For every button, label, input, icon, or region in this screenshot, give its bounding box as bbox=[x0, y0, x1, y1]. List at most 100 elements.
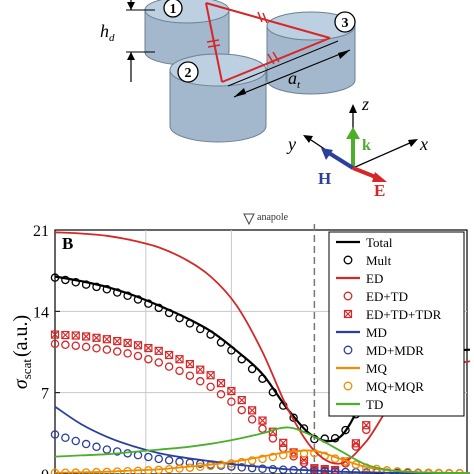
y-tick-label: 0 bbox=[41, 467, 49, 474]
data-point bbox=[289, 452, 298, 461]
data-point bbox=[289, 449, 298, 459]
data-point-cross bbox=[123, 339, 132, 347]
E-label: E bbox=[374, 181, 385, 200]
y-tick-label: 7 bbox=[41, 386, 49, 403]
disk-1-top bbox=[144, 0, 230, 24]
data-point bbox=[247, 456, 257, 465]
equal-tick-marks bbox=[206, 11, 280, 65]
data-point bbox=[50, 330, 60, 339]
disk-2-badge bbox=[177, 61, 199, 83]
disk-3-top bbox=[266, 11, 356, 41]
hd-label: hd bbox=[100, 21, 115, 44]
legend-item-mq-mqr: MQ+MQR bbox=[343, 379, 424, 394]
data-point-cross bbox=[300, 456, 308, 465]
legend-item-mult: Mult bbox=[343, 253, 392, 268]
disk-1-badge bbox=[163, 0, 183, 18]
data-point bbox=[258, 454, 267, 464]
data-point bbox=[154, 346, 163, 355]
legend-item-td: TD bbox=[336, 397, 383, 412]
panel-label: B bbox=[62, 234, 73, 253]
data-point bbox=[102, 285, 112, 294]
svg-text:TD: TD bbox=[366, 397, 383, 412]
triangle-edge-2-3 bbox=[221, 37, 331, 83]
data-point bbox=[237, 463, 246, 472]
data-point bbox=[144, 343, 153, 353]
scattering-plot: anapole 071421 B σscat(a.u.) Total Mult … bbox=[10, 212, 471, 474]
data-point bbox=[216, 390, 226, 399]
svg-text:Mult: Mult bbox=[366, 253, 392, 268]
data-point bbox=[113, 347, 122, 356]
triangle-edge-1-3 bbox=[205, 2, 331, 39]
data-point bbox=[268, 434, 278, 443]
data-point-cross bbox=[165, 351, 174, 359]
legend-item-ed: ED bbox=[336, 271, 383, 286]
legend-item-mq: MQ bbox=[336, 361, 388, 376]
data-point bbox=[133, 351, 143, 361]
H-vector bbox=[327, 151, 355, 170]
data-point bbox=[237, 405, 246, 415]
data-point-cross bbox=[92, 333, 101, 342]
anapole-label: anapole bbox=[257, 212, 289, 223]
data-point bbox=[154, 454, 163, 464]
data-point-cross bbox=[175, 355, 184, 364]
data-point bbox=[102, 345, 112, 354]
data-point bbox=[361, 425, 371, 435]
data-point-cross bbox=[144, 344, 153, 352]
data-point bbox=[71, 278, 81, 287]
data-point-cross bbox=[196, 365, 205, 374]
disk-array-diagram: 1 3 2 bbox=[100, 0, 428, 200]
data-point bbox=[227, 386, 236, 396]
legend: Total Mult ED ED+TD ED+TD+TDR MD bbox=[328, 231, 465, 417]
y-tick-label: 14 bbox=[33, 304, 49, 321]
data-point bbox=[195, 377, 205, 386]
data-point bbox=[258, 424, 267, 433]
data-point bbox=[144, 452, 153, 462]
y-axis-ticks: 071421 bbox=[33, 223, 60, 474]
k-label: k bbox=[362, 137, 371, 154]
data-point bbox=[351, 442, 361, 451]
y-axis-label: σscat(a.u.) bbox=[10, 315, 34, 389]
data-point bbox=[61, 330, 70, 340]
data-point-cross bbox=[113, 337, 122, 345]
disk-2-side bbox=[169, 69, 267, 143]
data-point bbox=[71, 331, 80, 340]
data-point bbox=[164, 456, 174, 465]
legend-item-ed-td-tdr: ED+TD+TDR bbox=[343, 307, 442, 322]
axis-y-label: y bbox=[286, 134, 296, 154]
data-point bbox=[279, 438, 288, 447]
data-point bbox=[185, 371, 195, 380]
triangle-edge-1-2 bbox=[205, 2, 223, 83]
data-point bbox=[81, 280, 91, 289]
data-point-cross bbox=[248, 406, 257, 415]
data-point bbox=[237, 396, 246, 405]
series-line-md bbox=[54, 405, 471, 474]
data-point bbox=[154, 358, 163, 367]
data-point-cross bbox=[185, 360, 194, 368]
series-md bbox=[54, 405, 471, 474]
data-point bbox=[351, 439, 360, 448]
data-point bbox=[206, 371, 215, 380]
data-point bbox=[185, 359, 194, 369]
svg-text:MD+MDR: MD+MDR bbox=[366, 343, 424, 358]
data-point bbox=[61, 340, 70, 350]
data-point bbox=[247, 415, 257, 424]
data-point bbox=[92, 442, 101, 452]
data-point bbox=[164, 362, 174, 371]
disk-triangle bbox=[205, 2, 331, 83]
data-point-cross bbox=[237, 396, 246, 404]
data-point bbox=[123, 349, 132, 358]
disk-3-badge bbox=[334, 11, 356, 33]
data-point bbox=[82, 332, 91, 341]
data-point bbox=[71, 341, 81, 350]
legend-item-md: MD bbox=[336, 325, 387, 340]
svg-text:MD: MD bbox=[366, 325, 387, 340]
data-point bbox=[247, 364, 257, 374]
data-point bbox=[50, 430, 60, 439]
data-point bbox=[144, 354, 153, 364]
at-dimension: at bbox=[227, 40, 351, 98]
data-point-cross bbox=[227, 387, 236, 395]
data-point-cross bbox=[82, 332, 91, 341]
data-point bbox=[92, 333, 101, 342]
axis-x-label: x bbox=[419, 134, 428, 154]
